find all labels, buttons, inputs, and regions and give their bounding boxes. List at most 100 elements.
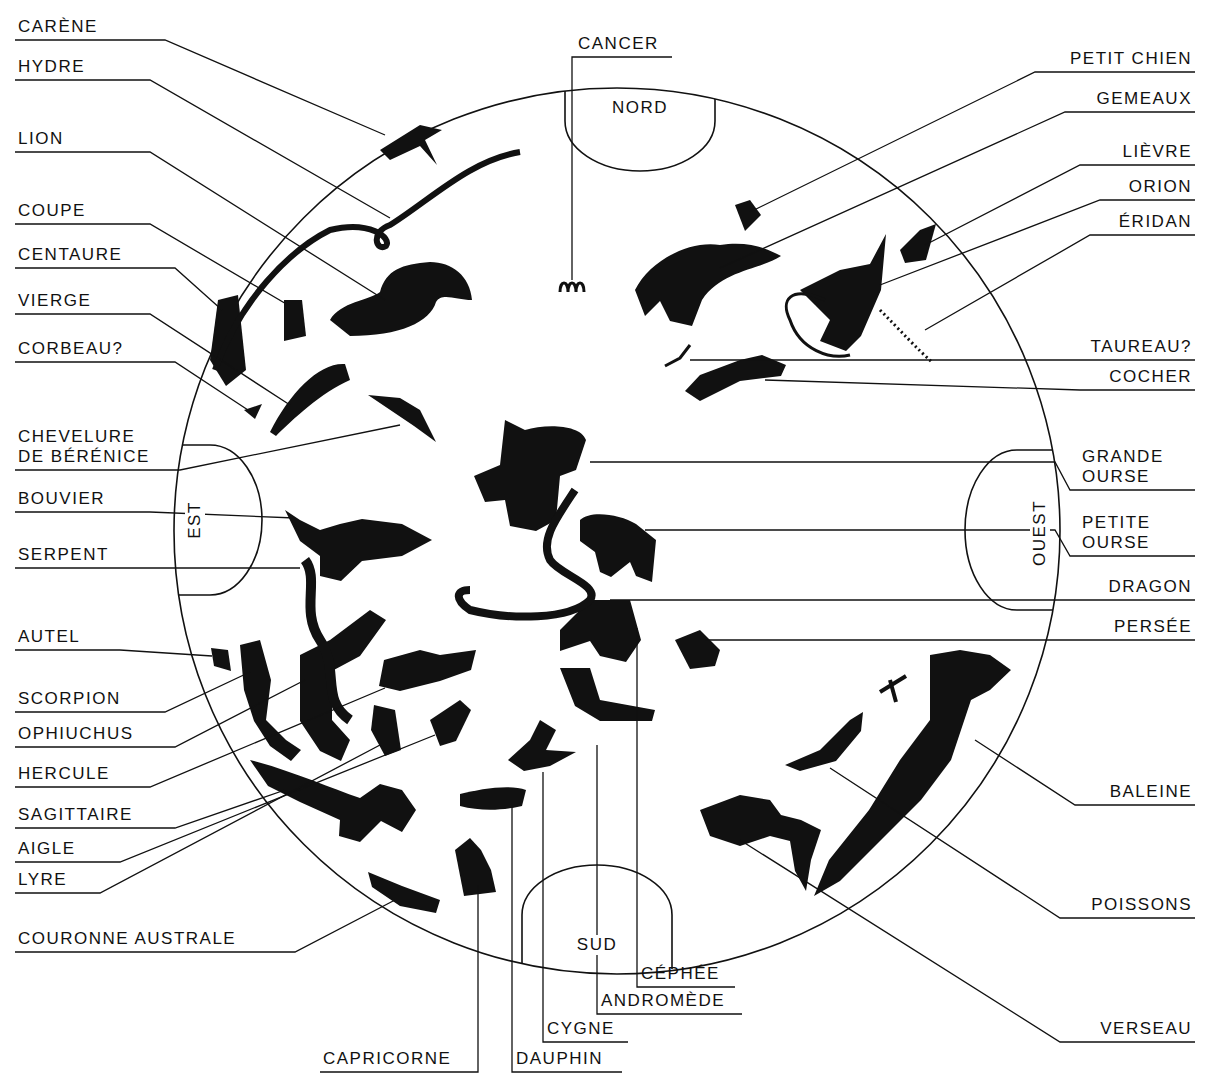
- leader-line: [975, 740, 1195, 805]
- constellation-figure: [244, 404, 262, 419]
- constellation-name: PERSÉE: [1114, 617, 1192, 637]
- constellation-figure: [460, 787, 526, 809]
- constellation-name: AUTEL: [18, 627, 80, 647]
- constellation-figure: [735, 200, 761, 231]
- constellation-name: CENTAURE: [18, 245, 122, 265]
- leader-line: [15, 567, 300, 568]
- leader-line: [15, 745, 380, 893]
- horizon-marker: EST: [170, 440, 265, 600]
- constellation-name: BOUVIER: [18, 489, 105, 509]
- constellation-figure: [459, 490, 592, 617]
- cardinal-point: OUEST: [1030, 497, 1050, 569]
- leader-line: [720, 112, 1195, 268]
- constellation-name: LYRE: [18, 870, 67, 890]
- constellation-name: TAUREAU?: [1091, 337, 1192, 357]
- leader-line: [15, 268, 222, 310]
- constellation-figure: [665, 345, 690, 366]
- leader-line: [15, 314, 290, 405]
- leader-line: [512, 808, 622, 1072]
- constellation-name: CYGNE: [547, 1019, 615, 1039]
- constellation-name: CORBEAU?: [18, 339, 124, 359]
- constellation-figure: [474, 420, 586, 531]
- constellation-name: LION: [18, 129, 64, 149]
- sky-circle: [174, 88, 1060, 974]
- leader-line: [925, 165, 1195, 245]
- constellation-figure: [560, 283, 584, 292]
- horizon-arc: [522, 865, 672, 969]
- constellation-name: SAGITTAIRE: [18, 805, 133, 825]
- leader-line: [15, 680, 305, 747]
- constellation-figure: [685, 355, 786, 401]
- constellation-name: COURONNE AUSTRALE: [18, 929, 236, 949]
- constellation-figure: [379, 650, 476, 691]
- constellation-name: CAPRICORNE: [323, 1049, 451, 1069]
- constellation-name: BALEINE: [1110, 782, 1192, 802]
- constellation-name: POISSONS: [1091, 895, 1192, 915]
- constellation-figure: [785, 712, 863, 771]
- leader-line: [15, 362, 248, 410]
- constellation-name: CANCER: [578, 34, 659, 54]
- constellation-name: ANDROMÈDE: [601, 991, 725, 1011]
- leader-line: [610, 599, 1195, 600]
- horizon-arc: [179, 445, 262, 595]
- leader-line: [637, 628, 735, 987]
- leader-line: [15, 735, 435, 862]
- constellation-figure: [215, 152, 520, 370]
- leader-line: [690, 359, 1195, 360]
- constellation-name: OPHIUCHUS: [18, 724, 134, 744]
- constellation-figure: [675, 630, 720, 669]
- constellation-name: LIÈVRE: [1123, 142, 1192, 162]
- constellation-name: HERCULE: [18, 764, 110, 784]
- constellation-name: GEMEAUX: [1096, 89, 1192, 109]
- constellation-name: DRAGON: [1108, 577, 1192, 597]
- constellation-name: VIERGE: [18, 291, 91, 311]
- leader-line: [597, 745, 742, 1014]
- leader-line: [320, 885, 478, 1072]
- leader-line: [15, 80, 390, 218]
- horizon-marker: SUD: [520, 860, 674, 972]
- constellation-figure: [635, 244, 781, 326]
- constellation-name: COUPE: [18, 201, 86, 221]
- constellation-name: PETIT CHIEN: [1070, 49, 1192, 69]
- constellation-figure: [211, 648, 231, 671]
- constellation-name: HYDRE: [18, 57, 85, 77]
- horizon-outline: [520, 860, 674, 972]
- constellation-figure: [284, 300, 306, 341]
- leader-line: [15, 512, 295, 518]
- leader-line: [705, 639, 1195, 640]
- leader-line: [572, 57, 672, 280]
- constellation-figure: [240, 640, 301, 761]
- constellation-figure: [880, 676, 906, 702]
- constellation-name: AIGLE: [18, 839, 76, 859]
- constellation-figure: [368, 395, 436, 442]
- leader-line: [15, 650, 212, 656]
- cardinal-point: SUD: [574, 935, 620, 955]
- horizon-marker: NORD: [563, 86, 717, 176]
- leader-line: [15, 790, 285, 828]
- constellation-figure: [368, 872, 440, 913]
- constellation-name: DAUPHIN: [516, 1049, 603, 1069]
- horizon-arc: [565, 91, 715, 171]
- constellation-figure: [305, 560, 350, 720]
- leader-line: [880, 200, 1195, 285]
- leader-line: [740, 840, 1195, 1042]
- constellation-name: VERSEAU: [1100, 1019, 1192, 1039]
- constellation-figure: [380, 125, 442, 165]
- constellation-figure: [455, 838, 496, 896]
- constellation-name: CÉPHÉE: [641, 964, 720, 984]
- constellation-figure: [560, 668, 655, 721]
- leader-line: [15, 152, 385, 300]
- constellation-name: ORION: [1129, 177, 1192, 197]
- constellation-figure: [330, 262, 472, 336]
- constellation-name: ÉRIDAN: [1119, 212, 1192, 232]
- leader-line: [925, 235, 1195, 330]
- constellation-figure: [700, 795, 821, 891]
- leader-line: [830, 768, 1195, 918]
- leader-line: [15, 425, 400, 470]
- constellation-name: COCHER: [1109, 367, 1192, 387]
- horizon-arc: [965, 450, 1053, 610]
- cardinal-point: EST: [185, 498, 205, 542]
- constellation-name: CHEVELURE DE BÉRÉNICE: [18, 427, 158, 467]
- horizon-marker: OUEST: [960, 448, 1060, 613]
